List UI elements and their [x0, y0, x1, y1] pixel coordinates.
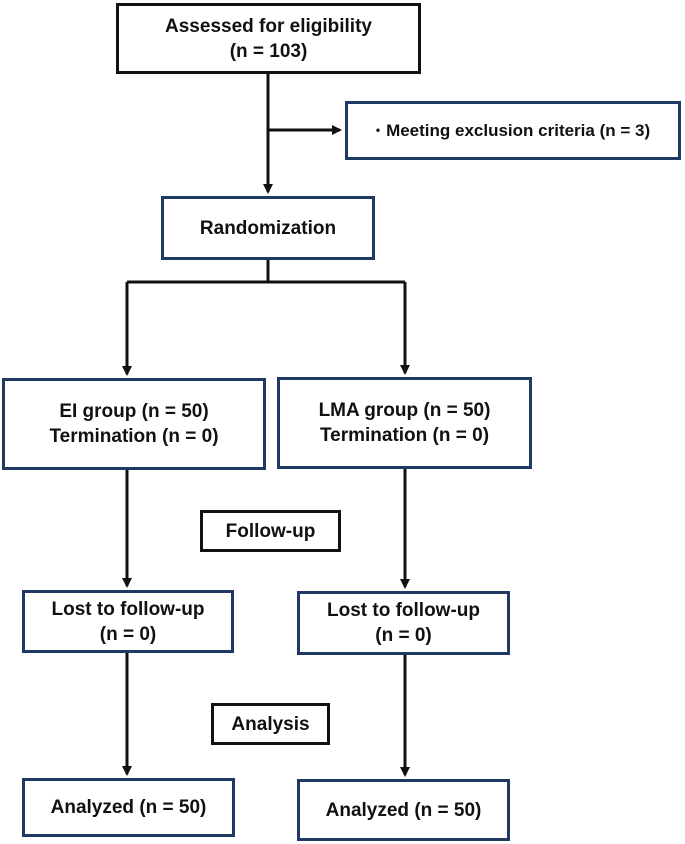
- followup-stage-box: Follow-up: [200, 510, 341, 552]
- assessed-box: Assessed for eligibility (n = 103): [116, 3, 421, 74]
- ei-analyzed-box: Analyzed (n = 50): [22, 778, 235, 837]
- ei-group-label: EI group (n = 50): [59, 401, 209, 422]
- ei-lost-label: Lost to follow-up: [51, 598, 205, 620]
- lma-lost-count: (n = 0): [375, 625, 432, 646]
- lma-lost-box: Lost to follow-up (n = 0): [297, 591, 510, 655]
- bullet-icon: •: [375, 123, 381, 137]
- randomization-label: Randomization: [199, 217, 337, 239]
- ei-group-box: EI group (n = 50) Termination (n = 0): [2, 378, 266, 470]
- lma-analyzed-box: Analyzed (n = 50): [297, 779, 510, 841]
- exclusion-box: • Meeting exclusion criteria (n = 3): [345, 101, 681, 160]
- lma-termination-label: Termination (n = 0): [319, 425, 490, 446]
- ei-lost-box: Lost to follow-up (n = 0): [22, 590, 234, 653]
- assessed-label: Assessed for eligibility: [165, 15, 372, 37]
- exclusion-label: Meeting exclusion criteria (n = 3): [386, 121, 651, 140]
- lma-group-box: LMA group (n = 50) Termination (n = 0): [277, 377, 532, 469]
- randomization-box: Randomization: [161, 196, 375, 260]
- assessed-count: (n = 103): [229, 40, 308, 62]
- ei-lost-count: (n = 0): [99, 623, 157, 645]
- lma-analyzed-label: Analyzed (n = 50): [325, 799, 482, 821]
- lma-group-label: LMA group (n = 50): [318, 400, 491, 421]
- ei-termination-label: Termination (n = 0): [49, 426, 219, 447]
- ei-analyzed-label: Analyzed (n = 50): [50, 797, 207, 818]
- analysis-stage-label: Analysis: [231, 713, 310, 735]
- analysis-stage-box: Analysis: [211, 703, 330, 745]
- followup-stage-label: Follow-up: [225, 520, 316, 542]
- lma-lost-label: Lost to follow-up: [326, 600, 480, 621]
